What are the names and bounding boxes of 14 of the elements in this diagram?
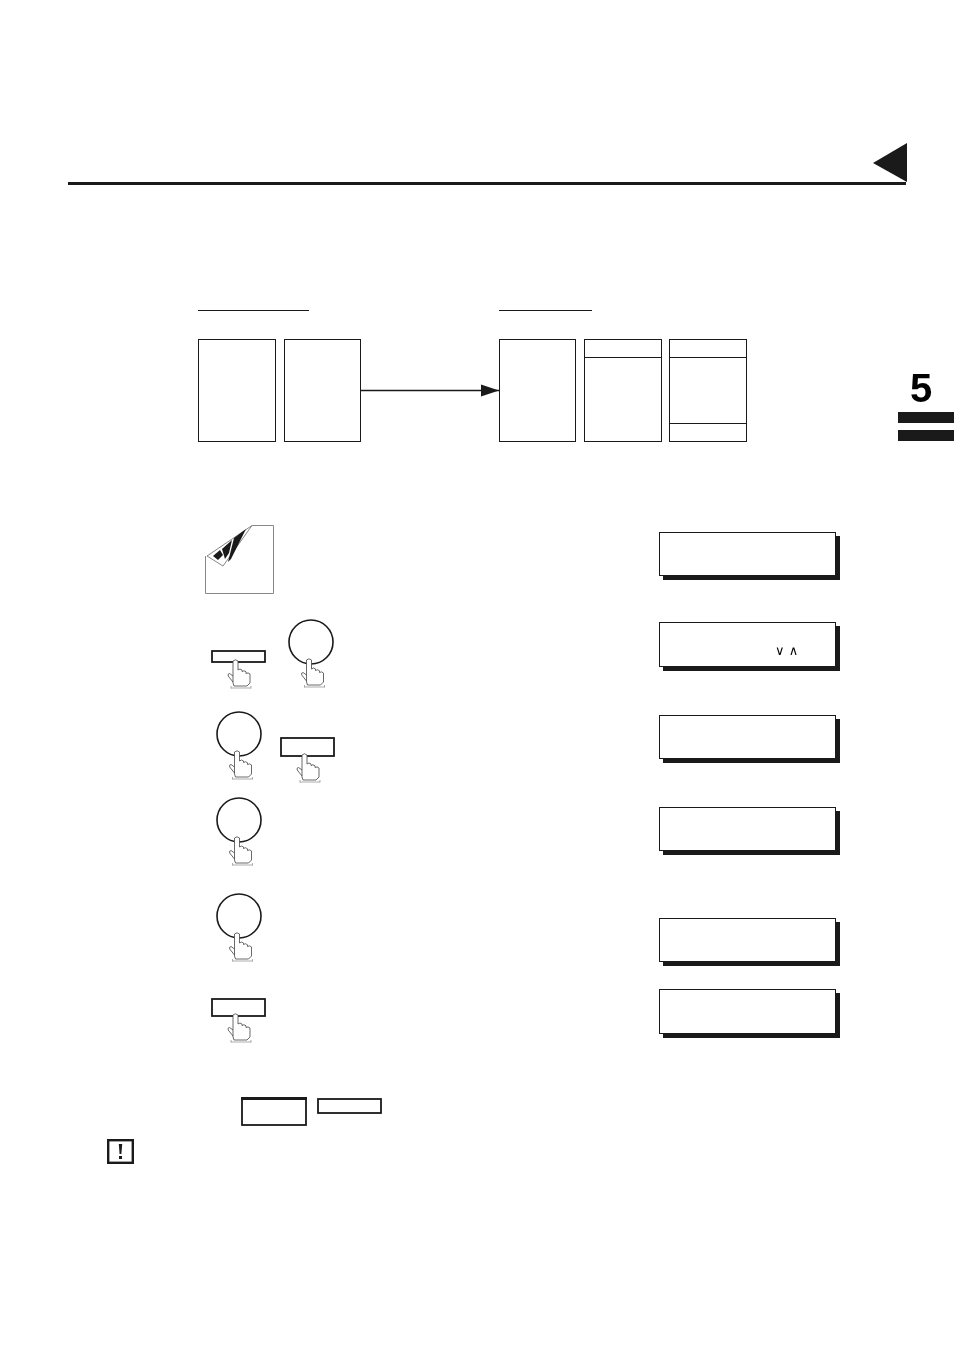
lcd-display bbox=[659, 918, 840, 966]
page-sheet bbox=[198, 339, 276, 442]
lcd-display bbox=[659, 532, 840, 580]
page-sheet bbox=[584, 339, 662, 442]
lcd-display bbox=[659, 807, 840, 855]
lcd-display bbox=[659, 622, 840, 671]
page-sheet bbox=[499, 339, 576, 442]
lcd-display bbox=[659, 715, 840, 763]
chapter-number: 5 bbox=[910, 368, 933, 408]
lcd-display bbox=[659, 989, 840, 1038]
page-sheet bbox=[669, 339, 747, 442]
arrow bbox=[360, 384, 500, 397]
display-text: ∨ ∧ bbox=[775, 644, 799, 657]
page-sheet bbox=[284, 339, 361, 442]
